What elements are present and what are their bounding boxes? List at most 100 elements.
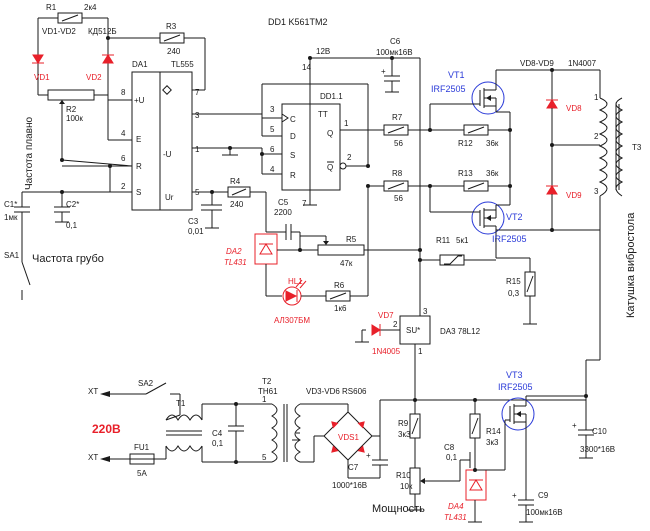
c9-value: 100мк16В [526, 508, 563, 517]
dd1-n3: 3 [270, 105, 275, 114]
r9-resistor [409, 400, 421, 468]
r13-label: R13 [458, 169, 473, 178]
t2-label: T2 [262, 377, 272, 386]
r3-value: 240 [167, 47, 181, 56]
dd1-label: DD1.1 [320, 92, 343, 101]
t3-label: T3 [632, 143, 642, 152]
sa2-label: SA2 [138, 379, 154, 388]
r11-value: 5к1 [456, 236, 469, 245]
r5-value: 47к [340, 259, 353, 268]
vd1-diode [32, 54, 44, 64]
r10-value: 10к [400, 482, 413, 491]
c10-value: 3300*16В [580, 445, 615, 454]
fu1-value: 5А [137, 469, 147, 478]
r14-value: 3к3 [486, 438, 499, 447]
dd1-n7: 7 [302, 199, 307, 208]
r13-resistor [430, 180, 510, 192]
dd1-n5: 5 [270, 125, 275, 134]
c3-label: C3 [188, 217, 199, 226]
r4-label: R4 [230, 177, 241, 186]
dd1-pin-d: D [290, 132, 296, 141]
t2-pin5: 5 [262, 453, 267, 462]
c10-capacitor: + [572, 421, 594, 459]
c4-label: C4 [212, 429, 223, 438]
r13-value: 36к [486, 169, 499, 178]
r9-value: 3к3 [398, 430, 411, 439]
vd7-diode [355, 324, 381, 343]
vd8-diode [546, 88, 558, 186]
da2-type: TL431 [224, 258, 247, 267]
vt3-type: IRF2505 [498, 382, 533, 392]
r1-label: R1 [46, 3, 57, 12]
r12-value: 36к [486, 139, 499, 148]
vd12-label: VD1-VD2 [42, 27, 76, 36]
vt2-mosfet [471, 201, 510, 238]
r14-label: R14 [486, 427, 501, 436]
da2-label: DA2 [226, 247, 242, 256]
vd9-diode [546, 185, 558, 230]
t3-pin2: 2 [594, 132, 599, 141]
da1-n7: 7 [195, 88, 200, 97]
t3-pin3: 3 [594, 187, 599, 196]
da3-regulator [380, 310, 431, 400]
r1-resistor [38, 12, 108, 24]
freq-coarse-label: Частота грубо [32, 253, 104, 265]
c1-label: C1* [4, 200, 17, 209]
r14-resistor [469, 400, 481, 470]
dd1-n2: 2 [347, 153, 352, 162]
dd1-n6: 6 [270, 145, 275, 154]
r8-label: R8 [392, 169, 403, 178]
power-label: Мощность [372, 503, 425, 515]
r2-value: 100к [66, 114, 83, 123]
r2-label: R2 [66, 105, 77, 114]
vd2-label: VD2 [86, 73, 102, 82]
t2-pin1: 1 [262, 395, 267, 404]
dd1-title: DD1 K561TM2 [268, 17, 328, 27]
vds1-label: VDS1 [338, 433, 359, 442]
r3-resistor [108, 32, 206, 90]
r8-value: 56 [394, 194, 403, 203]
da1-n6: 6 [121, 154, 126, 163]
da1-pin-r: R [136, 162, 142, 171]
r15-label: R15 [506, 277, 521, 286]
r7-label: R7 [392, 113, 403, 122]
c6-value: 100мк16В [376, 48, 413, 57]
dd1-pin-r: R [290, 171, 296, 180]
r11-resistor [420, 254, 496, 266]
c6-label: C6 [390, 37, 401, 46]
fu1-label: FU1 [134, 443, 150, 452]
c4-value: 0,1 [212, 439, 224, 448]
c8-label: C8 [444, 443, 455, 452]
dd1-pin-nq: Q [327, 163, 333, 172]
r5-potentiometer [277, 235, 420, 256]
r15-resistor [523, 271, 537, 325]
svg-text:+: + [366, 451, 371, 460]
dd1-pin-c: C [290, 115, 296, 124]
r7-value: 56 [394, 139, 403, 148]
da1-pin-ur: Ur [165, 193, 174, 202]
r10-label: R10 [396, 471, 411, 480]
t2-type: TH61 [258, 387, 278, 396]
r6-resistor [325, 188, 369, 302]
r11-label: R11 [436, 236, 451, 245]
hl1-type: АЛ307БМ [274, 316, 310, 325]
da1-pin-u: +U [134, 96, 145, 105]
xt1-label: XT [88, 387, 98, 396]
c7-value: 1000*16В [332, 481, 367, 490]
svg-text:+: + [381, 67, 386, 76]
c5-capacitor [266, 224, 301, 250]
da1-pin-e: E [136, 135, 141, 144]
r12-label: R12 [458, 139, 473, 148]
vd7-type: 1N4005 [372, 347, 401, 356]
da3-su: SU* [406, 326, 420, 335]
dd1-pin-s: S [290, 151, 295, 160]
vds1-bridge [313, 400, 381, 478]
da1-label: DA1 [132, 60, 148, 69]
r10-potentiometer [408, 467, 460, 511]
svg-text:+: + [572, 421, 577, 430]
sa1-label: SA1 [4, 251, 20, 260]
vd89-type: 1N4007 [568, 59, 597, 68]
dd1-n4: 4 [270, 165, 275, 174]
c5-label: C5 [278, 198, 289, 207]
dd1-pin-q: Q [327, 129, 333, 138]
